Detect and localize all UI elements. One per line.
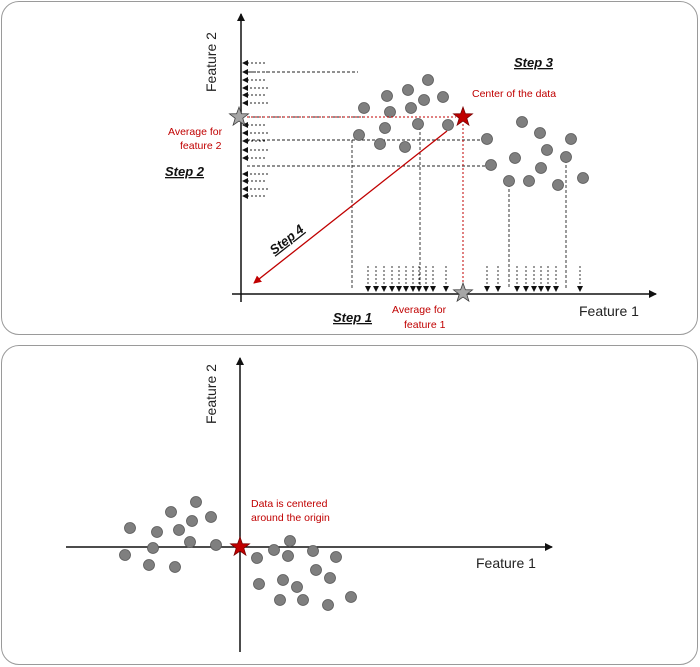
data-point: [268, 544, 280, 556]
data-point: [282, 550, 294, 562]
feature1-projection-arrows: [365, 266, 583, 292]
data-point: [442, 119, 454, 131]
feature2-projection-arrows: [242, 60, 268, 199]
data-point: [297, 594, 309, 606]
data-point: [509, 152, 521, 164]
top-x-axis-label: Feature 1: [579, 303, 639, 319]
center-of-data-label: Center of the data: [472, 88, 556, 100]
step4-label: Step 4: [267, 221, 308, 257]
data-point: [345, 591, 357, 603]
avg-feature1-label-line2: feature 1: [404, 319, 446, 331]
data-point: [358, 102, 370, 114]
data-point: [402, 84, 414, 96]
data-point: [399, 141, 411, 153]
data-point: [184, 536, 196, 548]
avg-feature1-star-icon: [452, 281, 474, 303]
data-point: [577, 172, 589, 184]
data-point: [251, 552, 263, 564]
centered-label-line2: around the origin: [251, 512, 330, 524]
data-point: [481, 133, 493, 145]
data-point: [173, 524, 185, 536]
avg-feature2-star-icon: [228, 105, 250, 127]
data-point: [124, 522, 136, 534]
data-point: [205, 511, 217, 523]
data-point: [516, 116, 528, 128]
data-point: [503, 175, 515, 187]
data-point: [485, 159, 497, 171]
top-axes: [232, 13, 657, 302]
step2-label: Step 2: [165, 164, 205, 179]
data-point: [405, 102, 417, 114]
bottom-data-points: [119, 496, 357, 611]
data-point: [210, 539, 222, 551]
bottom-y-axis-label: Feature 2: [203, 364, 219, 424]
data-point: [274, 594, 286, 606]
data-point: [384, 106, 396, 118]
center-star-icon: [452, 105, 474, 127]
data-point: [277, 574, 289, 586]
data-point: [552, 179, 564, 191]
data-point: [412, 118, 424, 130]
data-point: [190, 496, 202, 508]
data-point: [565, 133, 577, 145]
data-point: [437, 91, 449, 103]
data-point: [147, 542, 159, 554]
data-point: [307, 545, 319, 557]
centered-label-line1: Data is centered: [251, 498, 328, 510]
avg-feature2-label-line1: Average for: [168, 126, 223, 138]
data-point: [284, 535, 296, 547]
data-point: [119, 549, 131, 561]
data-point: [374, 138, 386, 150]
data-point: [165, 506, 177, 518]
data-point: [151, 526, 163, 538]
data-point: [291, 581, 303, 593]
data-point: [253, 578, 265, 590]
data-point: [523, 175, 535, 187]
data-point: [322, 599, 334, 611]
top-data-points: [353, 74, 589, 191]
data-point: [535, 162, 547, 174]
top-panel: [1, 1, 698, 335]
data-point: [169, 561, 181, 573]
avg-feature1-label-line1: Average for: [392, 304, 447, 316]
data-point: [381, 90, 393, 102]
data-point: [186, 515, 198, 527]
data-point: [310, 564, 322, 576]
bottom-panel: [1, 345, 698, 665]
data-point: [324, 572, 336, 584]
origin-star-icon: [229, 535, 251, 557]
step1-label: Step 1: [333, 310, 372, 325]
data-point: [353, 129, 365, 141]
data-point: [422, 74, 434, 86]
top-y-axis-label: Feature 2: [203, 32, 219, 92]
step4-red-arrow: [253, 130, 448, 284]
data-point: [534, 127, 546, 139]
data-point: [379, 122, 391, 134]
data-point: [330, 551, 342, 563]
data-point: [541, 144, 553, 156]
bottom-x-axis-label: Feature 1: [476, 555, 536, 571]
avg-feature2-label-line2: feature 2: [180, 140, 222, 152]
step3-label: Step 3: [514, 55, 554, 70]
data-point: [418, 94, 430, 106]
data-point: [560, 151, 572, 163]
data-point: [143, 559, 155, 571]
